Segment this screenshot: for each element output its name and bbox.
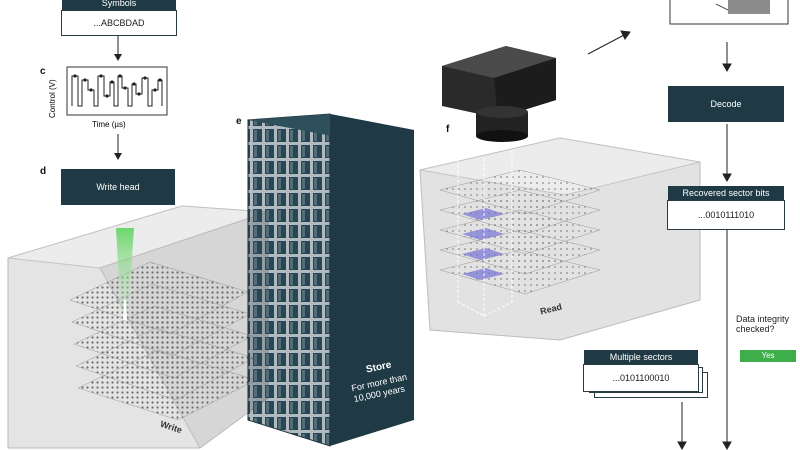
read-column-outline [457, 150, 513, 317]
write-head-box: Write head [61, 169, 175, 205]
symbols-value: ...ABCBDAD [61, 10, 177, 36]
panel-label-e: e [236, 116, 242, 127]
integrity-question: Data integrity checked? [736, 314, 790, 334]
panel-label-d: d [40, 166, 47, 177]
multiple-sectors-value: ...0101100010 [583, 364, 699, 392]
store-glass-tile [247, 113, 414, 447]
captured-image-thumbnail [669, 0, 789, 25]
multiple-sectors-title: Multiple sectors [584, 350, 698, 364]
arrow-control-to-writehead [114, 134, 122, 160]
panel-label-c: c [40, 66, 46, 77]
panel-label-f: f [446, 124, 450, 135]
write-laser-beam [116, 228, 134, 318]
decode-box: Decode [668, 86, 784, 122]
recovered-bits-title: Recovered sector bits [668, 186, 784, 200]
recovered-bits-value: ...0010111010 [667, 200, 785, 230]
read-highlight-voxels [462, 208, 504, 280]
control-plot-xlabel: Time (µs) [92, 120, 126, 129]
arrow-symbols-to-control [114, 36, 122, 61]
control-voltage-plot [66, 66, 168, 116]
read-head-camera [442, 46, 556, 142]
write-voxel-layers [69, 261, 257, 421]
flow-arrows [587, 30, 732, 450]
read-voxel-layers [439, 169, 601, 295]
symbols-title: Symbols [62, 0, 176, 10]
integrity-answer-badge: Yes [740, 350, 796, 362]
